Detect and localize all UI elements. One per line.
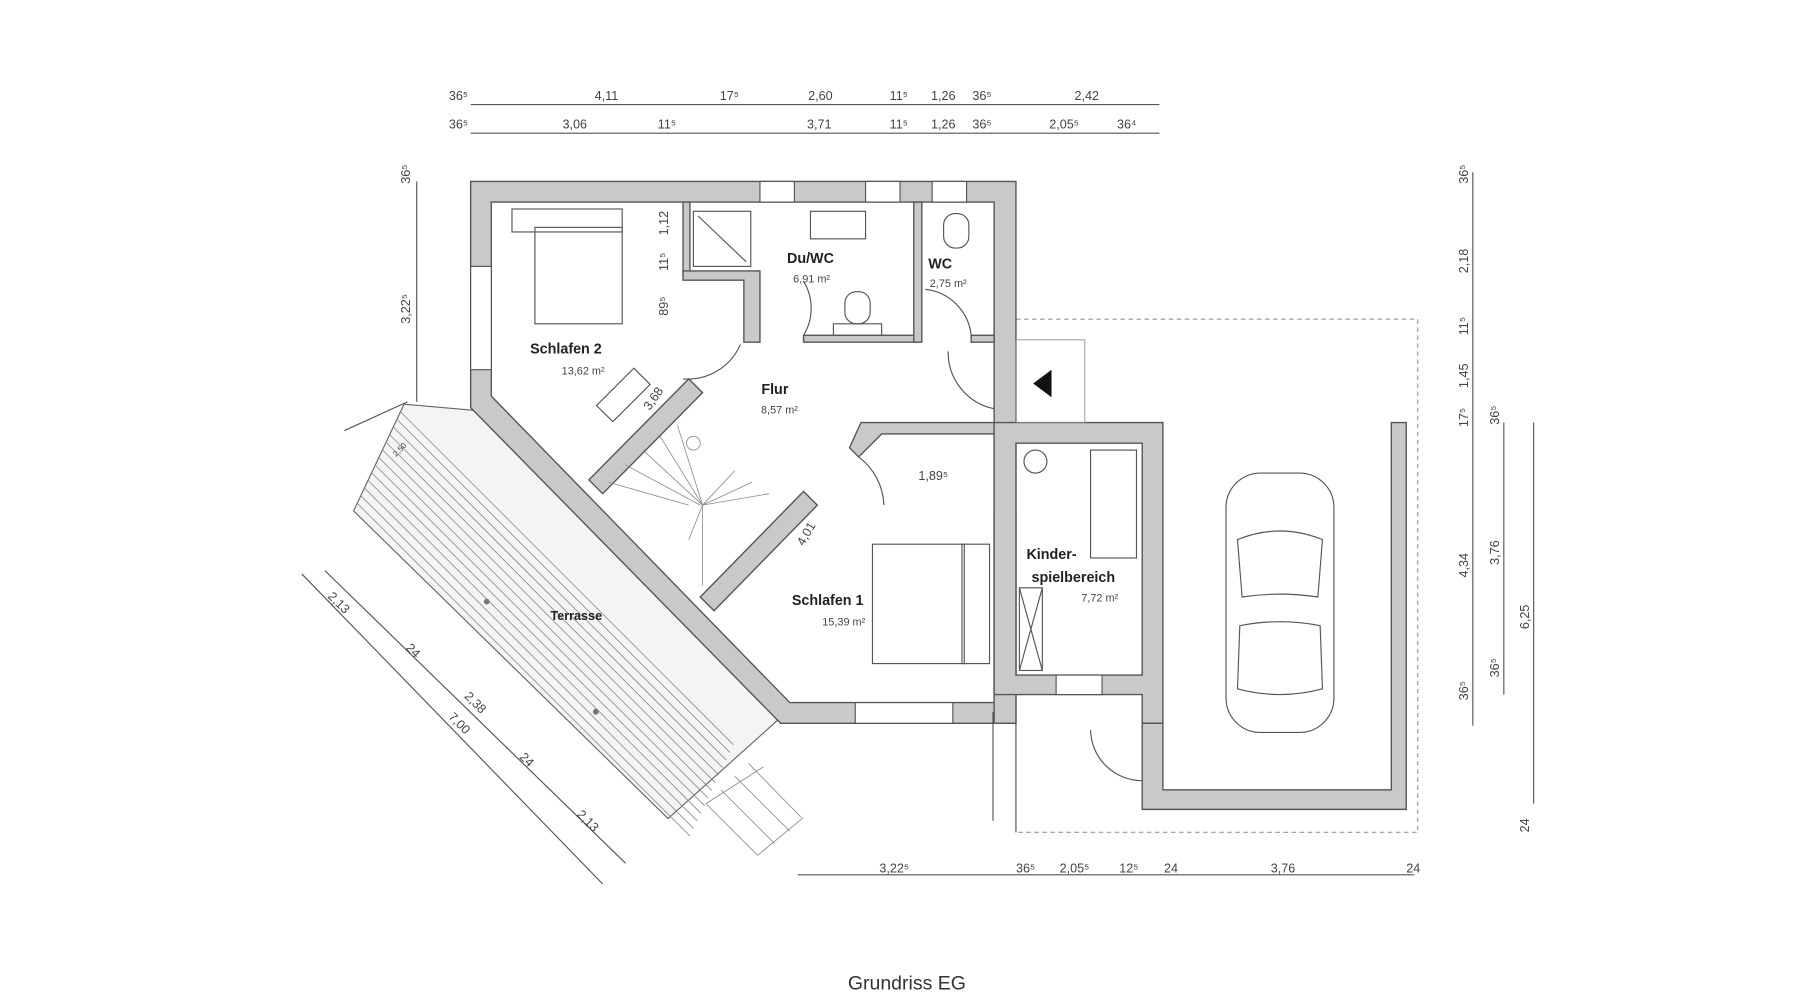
dim-right2-2: 36⁵ bbox=[1488, 658, 1502, 677]
dim-terrace-2: 2,38 bbox=[462, 689, 489, 716]
dim-terrace-5: 2,13 bbox=[574, 807, 601, 834]
plan-caption: Grundriss EG bbox=[848, 973, 966, 995]
dim-top1-5: 1,26 bbox=[931, 89, 956, 103]
decking-line bbox=[382, 449, 716, 784]
carport-wall bbox=[1141, 421, 1407, 811]
room-terrasse-name: Terrasse bbox=[550, 609, 602, 623]
dim-top2-6: 36⁵ bbox=[972, 118, 991, 132]
dim-interior-4: 1,89⁵ bbox=[918, 469, 948, 483]
dim-bottom-6: 24 bbox=[1406, 862, 1420, 876]
decking-line bbox=[356, 502, 691, 837]
room-schlafen1-name: Schlafen 1 bbox=[792, 593, 864, 609]
dim-left-0: 36⁵ bbox=[399, 164, 413, 183]
dim-bottom-3: 12⁵ bbox=[1119, 862, 1138, 876]
dim-right2-1: 3,76 bbox=[1488, 540, 1502, 565]
room-schlafen2-name: Schlafen 2 bbox=[530, 342, 602, 358]
dim-right1-2: 11⁵ bbox=[1457, 317, 1471, 335]
dim-top1-2: 17⁵ bbox=[720, 89, 739, 103]
dim-top2-4: 11⁵ bbox=[890, 118, 908, 132]
dim-top2-7: 2,05⁵ bbox=[1049, 118, 1079, 132]
dim-interior-1: 11⁵ bbox=[657, 253, 671, 271]
terrace bbox=[352, 403, 804, 856]
dim-right1-1: 2,18 bbox=[1457, 249, 1471, 274]
dim-right1-4: 17⁵ bbox=[1457, 408, 1471, 427]
dim-top2-3: 3,71 bbox=[807, 118, 832, 132]
dim-bottom-2: 2,05⁵ bbox=[1060, 862, 1090, 876]
dim-right1-6: 36⁵ bbox=[1457, 681, 1471, 700]
carport-outline bbox=[1015, 318, 1419, 833]
dim-bottom-5: 3,76 bbox=[1271, 862, 1296, 876]
dim-terrace-1: 24 bbox=[403, 641, 423, 661]
dim-top2-1: 3,06 bbox=[563, 118, 588, 132]
decking-line bbox=[396, 419, 731, 753]
decking-line bbox=[360, 495, 694, 829]
decking-line bbox=[371, 472, 705, 806]
room-schlafen1-area: 15,39 m² bbox=[822, 617, 865, 629]
dim-terrace-3: 7,00 bbox=[446, 710, 473, 737]
dim-top1-6: 36⁵ bbox=[972, 89, 991, 103]
stairs bbox=[608, 424, 770, 586]
dim-terrace-4: 24 bbox=[517, 750, 537, 770]
room-flur-name: Flur bbox=[761, 382, 788, 398]
dim-top2-0: 36⁵ bbox=[449, 118, 468, 132]
dim-interior-2: 89⁵ bbox=[657, 296, 671, 315]
room-duwc-area: 6,91 m² bbox=[793, 273, 830, 285]
dim-top1-1: 4,11 bbox=[595, 89, 619, 103]
decking-line bbox=[389, 434, 723, 768]
decking-line bbox=[374, 464, 709, 799]
dim-bottom-1: 36⁵ bbox=[1016, 862, 1035, 876]
dim-right2-0: 36⁵ bbox=[1488, 406, 1502, 425]
decking-line bbox=[364, 487, 698, 822]
room-flur-area: 8,57 m² bbox=[761, 404, 798, 416]
decking-line bbox=[392, 426, 727, 761]
dim-right3-0: 6,25 bbox=[1518, 605, 1532, 630]
dim-top1-7: 2,42 bbox=[1074, 89, 1099, 103]
decking-line bbox=[385, 441, 720, 776]
dim-top1-4: 11⁵ bbox=[890, 89, 908, 103]
dim-top2-8: 36⁴ bbox=[1117, 118, 1136, 132]
dim-right1-5: 4,34 bbox=[1457, 553, 1471, 578]
dim-top1-0: 36⁵ bbox=[449, 89, 468, 103]
dim-bottom-4: 24 bbox=[1164, 862, 1178, 876]
dimension-lines bbox=[301, 103, 1535, 885]
room-kinder-name2: spielbereich bbox=[1032, 570, 1116, 586]
room-labels: Schlafen 2 13,62 m² Du/WC 6,91 m² WC 2,7… bbox=[530, 251, 1118, 629]
room-wc-area: 2,75 m² bbox=[930, 278, 967, 290]
room-kinder-name1: Kinder- bbox=[1026, 547, 1076, 563]
car-icon bbox=[1225, 472, 1335, 734]
dim-right1-0: 36⁵ bbox=[1457, 164, 1471, 183]
decking-line bbox=[378, 457, 713, 791]
dim-left-1: 3,22⁵ bbox=[399, 294, 413, 324]
dim-bottom-0: 3,22⁵ bbox=[879, 862, 909, 876]
room-kinder-area: 7,72 m² bbox=[1081, 593, 1118, 605]
decking-line bbox=[367, 480, 702, 814]
room-duwc-name: Du/WC bbox=[787, 251, 834, 267]
furniture bbox=[511, 208, 1143, 833]
dim-top2-5: 1,26 bbox=[931, 118, 956, 132]
dim-top1-3: 2,60 bbox=[808, 89, 833, 103]
dim-right1-3: 1,45 bbox=[1457, 364, 1471, 389]
windows bbox=[470, 180, 1103, 724]
entrance-arrow-icon bbox=[1033, 369, 1052, 398]
dim-interior-0: 1,12 bbox=[657, 211, 671, 236]
room-schlafen2-area: 13,62 m² bbox=[562, 365, 605, 377]
dim-right3-1: 24 bbox=[1518, 818, 1532, 832]
entrance-box bbox=[1015, 339, 1086, 423]
decking-line bbox=[400, 411, 734, 745]
room-wc-name: WC bbox=[928, 257, 952, 273]
dim-top2-2: 11⁵ bbox=[658, 118, 676, 132]
interior-walls bbox=[587, 201, 1017, 724]
